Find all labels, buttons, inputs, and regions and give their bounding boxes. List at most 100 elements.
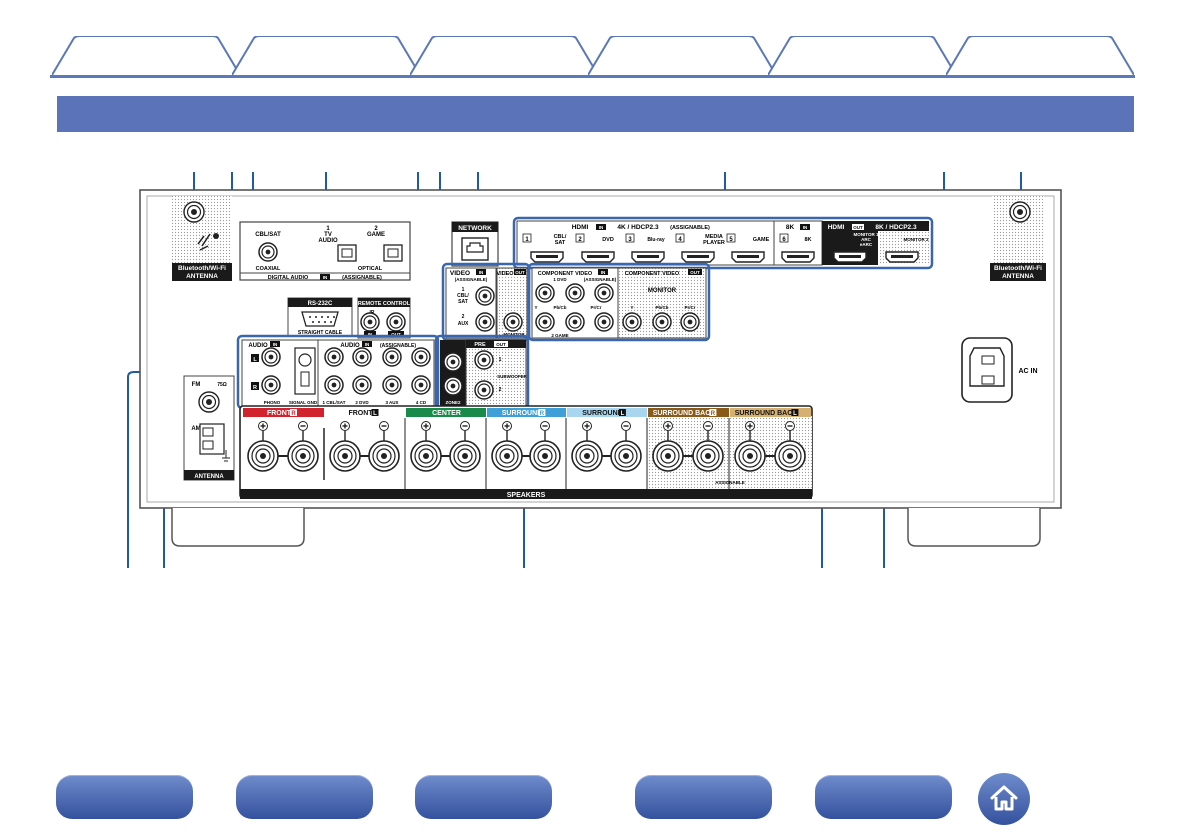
hdmi-in-5[interactable]: 5 GAME — [726, 233, 770, 263]
audio-in-1-l[interactable] — [324, 347, 344, 367]
network-port[interactable]: NETWORK — [451, 221, 499, 267]
rs232c-port[interactable]: RS-232C STRAIGHT CABLE — [287, 297, 353, 337]
coaxial-jack[interactable] — [258, 242, 278, 262]
zone2-l-jack[interactable] — [443, 352, 463, 372]
speaker-group-label: SURROUND BACK — [735, 410, 798, 417]
video-out-monitor-label: MONITOR — [503, 332, 525, 337]
audio-in-3-r[interactable] — [382, 375, 402, 395]
signal-gnd-terminal[interactable] — [298, 353, 312, 367]
phono-r: R — [253, 385, 257, 391]
tab-3[interactable] — [410, 36, 598, 76]
component-in-y: Y — [534, 305, 537, 310]
hdmi-in-4[interactable]: 4 MEDIA PLAYER — [675, 233, 725, 263]
svg-text:8K: 8K — [804, 237, 811, 243]
speaker-group-color-bar — [730, 408, 811, 417]
zone2-r-jack[interactable] — [443, 376, 463, 396]
tab-5[interactable] — [768, 36, 956, 76]
speaker-terminal-positive[interactable] — [247, 440, 279, 472]
speaker-terminal-positive[interactable] — [491, 440, 523, 472]
nav-button-5[interactable] — [815, 775, 952, 819]
svg-text:eARC: eARC — [860, 242, 873, 247]
zone2-preout-section: ZONE2 PRE OUT 1 SUBWOOFER 2 — [434, 334, 530, 410]
tab-6[interactable] — [946, 36, 1134, 76]
remote-title: REMOTE CONTROL — [358, 301, 411, 307]
component-in-2-y[interactable] — [535, 312, 555, 332]
hdmi-in-1[interactable]: 1 CBL/ SAT — [522, 233, 567, 263]
video-in-1-jack[interactable] — [475, 286, 495, 306]
component-in-1-y[interactable] — [535, 283, 555, 303]
nav-button-3[interactable] — [415, 775, 552, 819]
audio-in-1-r[interactable] — [324, 375, 344, 395]
remote-out-jack[interactable] — [386, 312, 406, 332]
video-in-2-jack[interactable] — [475, 312, 495, 332]
speaker-terminal-negative[interactable] — [610, 440, 642, 472]
speaker-terminal-negative[interactable] — [692, 440, 724, 472]
hdmi-out-monitor-2[interactable]: MONITOR 2 — [885, 237, 929, 263]
component-in-2-pb[interactable] — [565, 312, 585, 332]
remote-in-label: IN — [368, 332, 373, 337]
svg-text:MEDIA: MEDIA — [705, 234, 723, 240]
component-in-1-pb[interactable] — [565, 283, 585, 303]
fm-jack[interactable] — [198, 391, 220, 413]
speaker-terminal-negative[interactable] — [368, 440, 400, 472]
hdmi-in-6[interactable]: 6 8K — [779, 233, 815, 263]
phono-r-jack[interactable] — [261, 375, 281, 395]
pre-out-badge: OUT — [496, 342, 506, 347]
hdmi-out-monitor-1[interactable]: MONITOR 1 ARC eARC — [833, 232, 879, 263]
svg-text:3: 3 — [628, 237, 632, 243]
nav-button-4[interactable] — [635, 775, 772, 819]
bt-antenna-right-label-1: Bluetooth/Wi-Fi — [994, 265, 1042, 272]
speaker-group-side: R — [540, 411, 545, 417]
optical-1-jack[interactable] — [337, 244, 357, 262]
subwoofer-1-label: 1 — [499, 357, 502, 363]
speaker-terminal-positive[interactable] — [329, 440, 361, 472]
hdmi-in-3[interactable]: 3 Blu-ray — [625, 233, 665, 263]
component-out-y-jack[interactable] — [622, 312, 642, 332]
svg-text:CBL/: CBL/ — [554, 234, 567, 240]
audio-in-4-label: 4 CD — [416, 400, 427, 405]
digital-audio-assignable: (ASSIGNABLE) — [342, 275, 382, 281]
tab-2[interactable] — [232, 36, 420, 76]
speaker-terminal-positive[interactable] — [734, 440, 766, 472]
fm-label: FM — [192, 382, 201, 388]
tab-1[interactable] — [52, 36, 240, 76]
speaker-terminal-positive[interactable] — [652, 440, 684, 472]
bt-antenna-left[interactable]: Bluetooth/Wi-Fi ANTENNA — [172, 196, 232, 281]
audio-in-4-r[interactable] — [411, 375, 431, 395]
speakers-assignable: ASSIGNABLE — [715, 480, 745, 485]
audio-in-2-r[interactable] — [352, 375, 372, 395]
phono-l-jack[interactable] — [261, 347, 281, 367]
component-in-2-pr[interactable] — [594, 312, 614, 332]
audio-in-3-l[interactable] — [382, 347, 402, 367]
audio-in-2-l[interactable] — [352, 347, 372, 367]
remote-in-jack[interactable] — [360, 312, 380, 332]
component-in-1-pr[interactable] — [594, 283, 614, 303]
subwoofer-2-jack[interactable] — [474, 380, 494, 400]
component-out-pb-jack[interactable] — [652, 312, 672, 332]
component-out-pr-jack[interactable] — [680, 312, 700, 332]
svg-text:2: 2 — [578, 237, 582, 243]
home-button[interactable] — [978, 773, 1030, 825]
ac-inlet[interactable]: AC IN — [961, 337, 1038, 403]
speaker-terminal-negative[interactable] — [287, 440, 319, 472]
optical-label: OPTICAL — [358, 266, 383, 272]
hdmi-in-2[interactable]: 2 DVD — [575, 233, 615, 263]
nav-button-1[interactable] — [56, 775, 193, 819]
audio-in-4-l[interactable] — [411, 347, 431, 367]
tab-4[interactable] — [588, 36, 776, 76]
tab-bar — [0, 0, 1191, 80]
speaker-terminal-negative[interactable] — [529, 440, 561, 472]
nav-button-2[interactable] — [236, 775, 373, 819]
hdmi-8k-badge: IN — [803, 225, 808, 230]
video-out-monitor-jack[interactable] — [503, 312, 523, 332]
speaker-terminal-positive[interactable] — [571, 440, 603, 472]
optical-2-jack[interactable] — [383, 244, 403, 262]
bt-antenna-right[interactable]: Bluetooth/Wi-Fi ANTENNA — [990, 196, 1046, 281]
speaker-terminal-positive[interactable] — [410, 440, 442, 472]
subwoofer-1-jack[interactable] — [474, 350, 494, 370]
speaker-terminal-negative[interactable] — [774, 440, 806, 472]
speaker-terminal-negative[interactable] — [449, 440, 481, 472]
